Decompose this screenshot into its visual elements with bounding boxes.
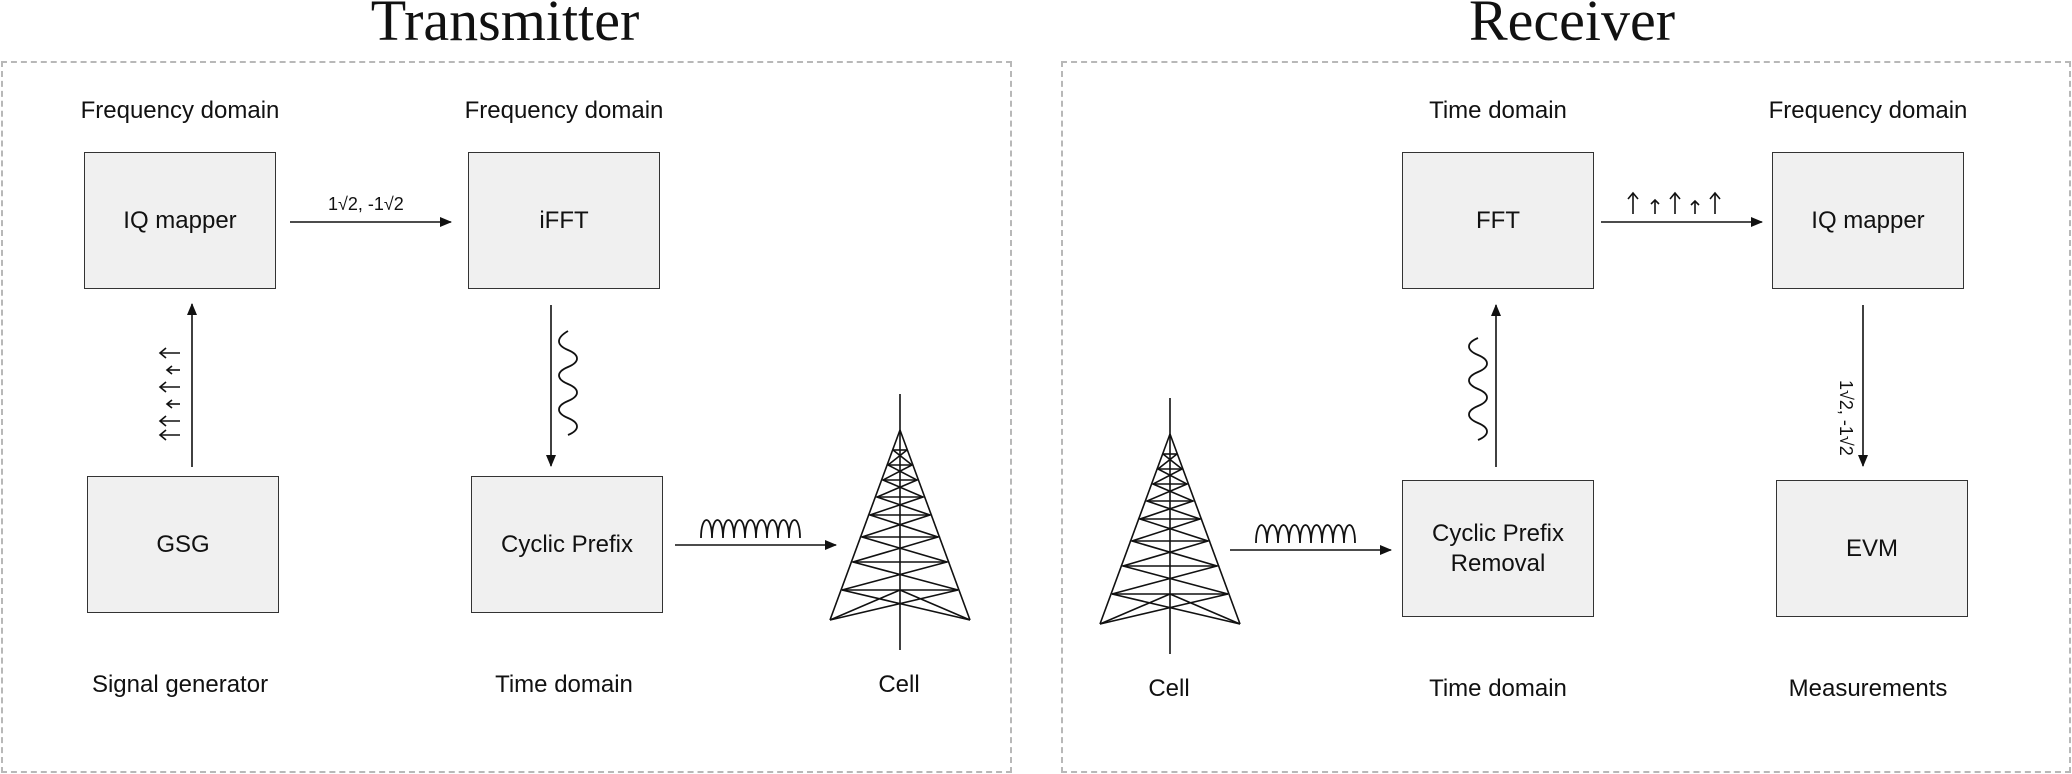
evm-box: EVM [1776, 480, 1968, 617]
evm-label: EVM [1845, 534, 1898, 562]
symbol-arrows-rx [1627, 191, 1721, 214]
vertical-wave-tx [558, 330, 578, 436]
fft-domain-label: Time domain [1429, 97, 1567, 124]
receiver-title: Receiver [1468, 0, 1676, 53]
ifft-domain-label: Frequency domain [464, 97, 664, 124]
tx-iq-mapper-label: IQ mapper [123, 206, 237, 234]
cp-removal-box: Cyclic Prefix Removal [1402, 480, 1594, 617]
tx-iq-mapper-box: IQ mapper [84, 152, 276, 289]
fft-label: FFT [1476, 206, 1520, 234]
rx-cell-caption: Cell [1148, 675, 1190, 702]
receiver-panel [1061, 61, 2071, 773]
cyclic-prefix-label: Cyclic Prefix [500, 530, 633, 558]
tx-cell-caption: Cell [878, 671, 920, 698]
rx-iq-mapper-label: IQ mapper [1811, 206, 1925, 234]
transmitter-panel [1, 61, 1012, 773]
cyclic-prefix-box: Cyclic Prefix [471, 476, 663, 613]
cp-removal-label-line1: Cyclic Prefix [1431, 519, 1564, 547]
gsg-box: GSG [87, 476, 279, 613]
ifft-label: iFFT [539, 206, 589, 234]
rx-iq-mapper-domain-label: Frequency domain [1768, 97, 1968, 124]
cyclic-prefix-domain-label: Time domain [495, 671, 633, 698]
measurements-caption: Measurements [1788, 675, 1948, 702]
horizontal-wave-tx [700, 519, 801, 539]
horizontal-wave-rx [1255, 524, 1356, 544]
fft-box: FFT [1402, 152, 1594, 289]
gsg-label: GSG [156, 530, 210, 558]
rx-cell-tower-icon [1099, 398, 1241, 654]
transmitter-title: Transmitter [370, 0, 640, 53]
signal-generator-caption: Signal generator [91, 671, 269, 698]
tx-cell-tower-icon [829, 394, 971, 650]
symbol-arrows-tx [158, 347, 180, 441]
vertical-wave-rx [1468, 337, 1488, 441]
cp-removal-domain-label: Time domain [1429, 675, 1567, 702]
rx-iq-mapper-box: IQ mapper [1772, 152, 1964, 289]
cp-removal-label-line2: Removal [1450, 549, 1546, 577]
tx-iq-values-label: 1√2, -1√2 [328, 194, 404, 214]
ifft-box: iFFT [468, 152, 660, 289]
iq-mapper-domain-label: Frequency domain [80, 97, 280, 124]
